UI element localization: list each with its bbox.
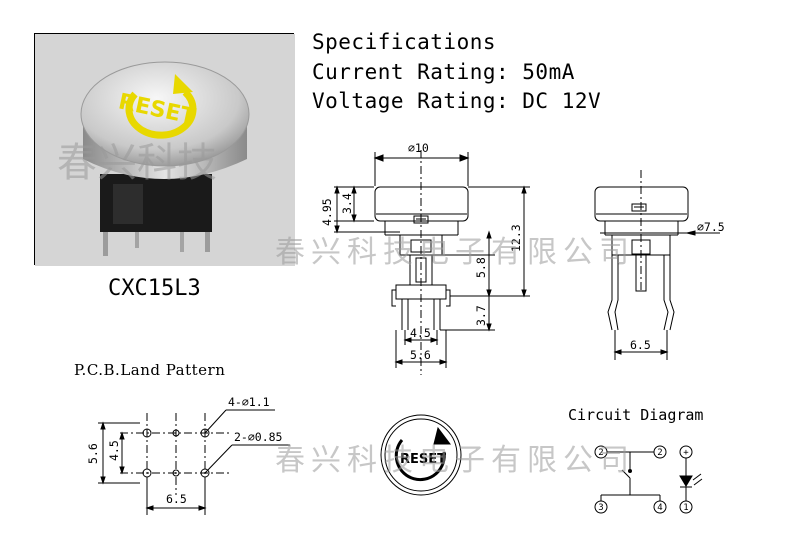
- circuit-pin-2-left: 2: [598, 448, 603, 458]
- front-dim-4-95: 4.95: [320, 198, 334, 226]
- front-dim-5-8: 5.8: [474, 257, 488, 278]
- circuit-pin-2-right: 2: [657, 448, 662, 458]
- pcb-land-pattern-drawing: [98, 409, 290, 515]
- front-dim-3-7: 3.7: [474, 305, 488, 326]
- side-view-drawing: [594, 170, 720, 360]
- switch-photo-illustration: RESET 春兴科技: [35, 34, 295, 266]
- circuit-pin-4: 4: [657, 503, 662, 513]
- pcb-dim-5-6: 5.6: [86, 443, 100, 464]
- pcb-dim-4-5: 4.5: [107, 440, 121, 461]
- pcb-dim-6-5: 6.5: [166, 492, 187, 506]
- front-view-drawing: [334, 150, 530, 375]
- front-dim-5-6: 5.6: [410, 348, 431, 362]
- top-symbol-reset-text: RESET: [400, 452, 446, 467]
- front-diameter-label: ⌀10: [408, 141, 429, 155]
- pcb-holes-large: 4-⌀1.1: [228, 395, 270, 409]
- product-photo: RESET 春兴科技: [34, 33, 295, 266]
- photo-watermark: 春兴科技: [57, 140, 217, 186]
- side-dim-6-5: 6.5: [630, 338, 651, 352]
- circuit-led-plus: +: [683, 448, 689, 458]
- circuit-pin-3: 3: [598, 503, 603, 513]
- watermark-top: 春兴科技电子有限公司: [275, 235, 635, 270]
- circuit-diagram-title: Circuit Diagram: [568, 406, 704, 424]
- circuit-diagram-drawing: [594, 445, 703, 514]
- watermark-bottom: 春兴科技电子有限公司: [275, 443, 635, 478]
- reset-top-symbol: [380, 414, 462, 496]
- circuit-led-minus: 1: [683, 503, 688, 513]
- pcb-land-pattern-title: P.C.B.Land Pattern: [74, 361, 226, 379]
- side-diameter-label: ⌀7.5: [697, 220, 725, 234]
- spec-current-rating: Current Rating: 50mA: [312, 60, 575, 84]
- model-label: CXC15L3: [108, 276, 201, 301]
- front-dim-12-3: 12.3: [509, 224, 523, 252]
- spec-voltage-rating: Voltage Rating: DC 12V: [312, 89, 602, 113]
- pcb-holes-small: 2-⌀0.85: [234, 430, 282, 444]
- spec-title: Specifications: [312, 30, 497, 54]
- front-dim-3-4: 3.4: [340, 193, 354, 214]
- front-dim-4-5: 4.5: [410, 326, 431, 340]
